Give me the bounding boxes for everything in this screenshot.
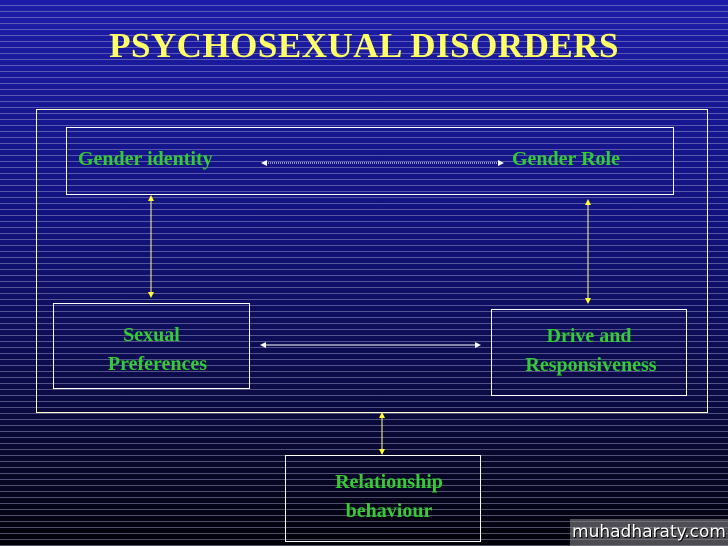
relationship-line2: behaviour xyxy=(345,500,433,522)
drive-line2: Responsiveness xyxy=(525,354,657,376)
sexual-preferences-line2: Preferences xyxy=(107,353,208,375)
drive-line1: Drive and xyxy=(546,325,632,347)
outer-frame xyxy=(36,109,708,413)
sexual-preferences-line1: Sexual xyxy=(123,324,180,346)
identity-role-box xyxy=(66,127,674,195)
drive-box: Drive and Responsiveness xyxy=(491,309,687,396)
relationship-line1: Relationship xyxy=(335,471,443,493)
watermark: muhadharaty.com xyxy=(570,519,728,546)
sexual-preferences-box: Sexual Preferences xyxy=(53,303,250,389)
slide-title: PSYCHOSEXUAL DISORDERS xyxy=(109,26,619,65)
relationship-box: Relationship behaviour xyxy=(285,455,481,542)
gender-identity-label: Gender identity xyxy=(78,148,213,170)
gender-role-label: Gender Role xyxy=(512,148,620,170)
